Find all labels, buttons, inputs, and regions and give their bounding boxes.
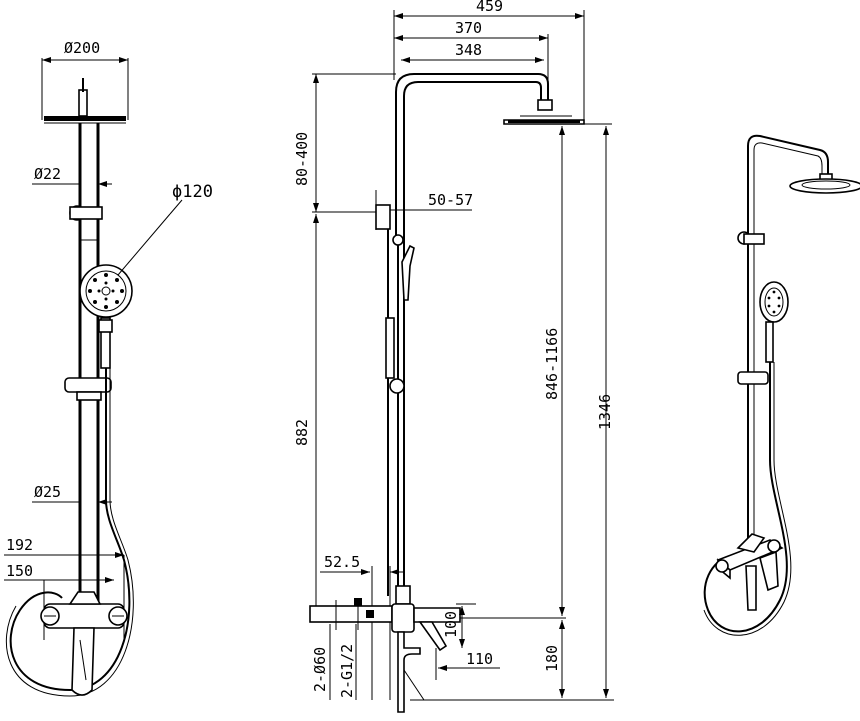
perspective-hand-shower (759, 281, 789, 363)
label-thread-size: 2-G1/2 (338, 644, 356, 698)
wall-bracket (69, 205, 103, 221)
label-head-diameter: Ø200 (64, 39, 100, 57)
dim-widths: 192 150 (4, 536, 125, 640)
dim-spout-length: 110 (435, 648, 500, 680)
label-arm-height: 80-400 (293, 132, 311, 186)
mixer-body (40, 591, 128, 696)
label-overall-reach: 459 (476, 0, 503, 15)
side-mixer (309, 585, 461, 713)
label-pipe-diameter-top: Ø22 (34, 165, 61, 183)
perspective-shower-head (789, 173, 860, 194)
label-inner-width: 150 (6, 562, 33, 580)
label-arm-reach: 370 (455, 19, 482, 37)
hand-shower (79, 264, 133, 369)
dim-hand-shower: ϕ120 (117, 182, 213, 276)
dim-head-diameter: Ø200 (41, 39, 129, 120)
label-pipe-diameter-bottom: Ø25 (34, 483, 61, 501)
dim-top-reaches: 459 370 348 (393, 0, 585, 122)
dim-right-heights: 846-1166 1346 180 (410, 123, 614, 701)
label-mixer-offset: 52.5 (324, 553, 360, 571)
side-view: 459 370 348 80-400 (293, 0, 614, 713)
perspective-hose (703, 362, 788, 633)
label-total-height: 1346 (596, 394, 614, 430)
label-bar-height: 882 (293, 419, 311, 446)
perspective-slider (737, 371, 769, 385)
label-mixer-height: 100 (442, 611, 460, 638)
dim-wall-offset: 50-57 (375, 190, 473, 230)
label-hand-shower-diameter: ϕ120 (172, 182, 213, 202)
side-hand-shower (385, 244, 415, 394)
perspective-view (703, 134, 860, 636)
shower-arm (395, 73, 585, 240)
perspective-bracket (737, 231, 765, 245)
rain-shower-head (44, 78, 126, 124)
main-pipe (78, 123, 100, 615)
dim-connections: 2-Ø60 2-G1/2 (311, 624, 357, 700)
slider-holder (64, 377, 112, 401)
label-bottom-height: 180 (543, 645, 561, 672)
hose (9, 368, 131, 692)
label-spout-length: 110 (466, 650, 493, 668)
dim-pipe-bottom: Ø25 (32, 483, 112, 505)
front-view: Ø200 Ø22 (4, 39, 213, 697)
perspective-mixer (715, 533, 784, 611)
label-wall-offset: 50-57 (428, 191, 473, 209)
label-arm-inner: 348 (455, 41, 482, 59)
dim-left-heights: 80-400 882 (293, 73, 396, 618)
label-outer-width: 192 (6, 536, 33, 554)
dim-mixer-offset: 52.5 (320, 553, 404, 700)
label-adjustable-height: 846-1166 (543, 328, 561, 400)
label-connection-diameter: 2-Ø60 (311, 647, 329, 692)
dim-pipe-top: Ø22 (32, 165, 112, 187)
dim-mixer-height: 100 (442, 603, 476, 648)
